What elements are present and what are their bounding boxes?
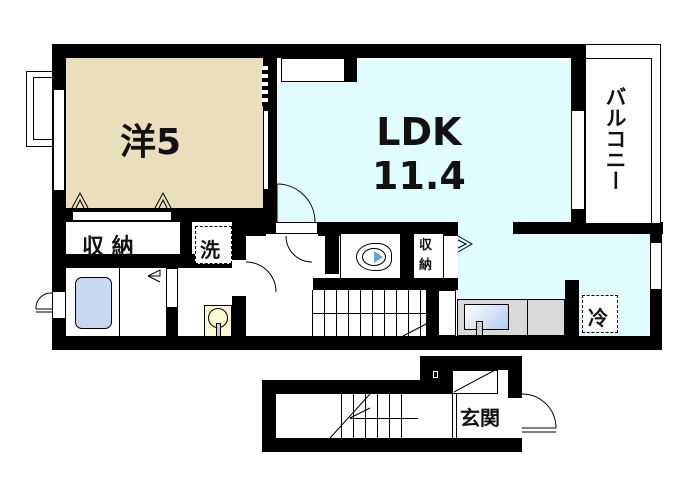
left-window-bay bbox=[26, 71, 53, 147]
kitchen-faucet bbox=[476, 321, 483, 336]
balcony bbox=[585, 44, 661, 224]
western-room-label: 洋5 bbox=[120, 122, 182, 163]
balcony-inner bbox=[585, 58, 652, 224]
wall-toilet-bottom bbox=[313, 278, 458, 290]
stairs-upper-mid bbox=[312, 313, 432, 314]
wall-toilet-right bbox=[400, 234, 414, 282]
balcony-label: バルコニー bbox=[603, 86, 627, 191]
ldk-top-cabinet bbox=[281, 58, 345, 82]
entrance-step bbox=[452, 394, 457, 438]
corridor-entry bbox=[275, 222, 318, 234]
bath-divider bbox=[119, 268, 120, 338]
wall-stairs-right bbox=[426, 290, 438, 338]
washroom-door-gap bbox=[232, 260, 246, 296]
entrance-wall-right bbox=[508, 356, 522, 398]
entrance-wall-mid bbox=[420, 356, 452, 394]
interior-window bbox=[263, 110, 269, 190]
kitchen-side-panel bbox=[438, 290, 456, 336]
wall-corridor-left-top bbox=[246, 222, 266, 236]
vent-marks bbox=[262, 66, 268, 106]
stairs-lower-mid bbox=[350, 418, 418, 419]
wall-closet-right bbox=[180, 218, 192, 268]
entrance-label: 玄関 bbox=[460, 406, 500, 430]
toilet-seat bbox=[362, 248, 386, 266]
ldk-floor-upper bbox=[355, 60, 571, 90]
closet-small-area bbox=[414, 234, 444, 278]
wall-bottom bbox=[52, 336, 660, 350]
ledge bbox=[437, 344, 497, 350]
entrance-wall-top-left bbox=[262, 380, 430, 394]
fridge-space bbox=[582, 295, 618, 333]
ldk-right-window bbox=[571, 110, 585, 210]
western-room-floor bbox=[66, 58, 263, 208]
wall-fridge-left bbox=[565, 280, 579, 338]
entrance-shoebox bbox=[452, 370, 498, 394]
wall-corridor-top bbox=[318, 222, 458, 236]
kitchen-sink bbox=[464, 304, 509, 330]
ldk-title: LDK bbox=[376, 110, 462, 154]
washer-space bbox=[195, 226, 232, 264]
left-window-bay-inner bbox=[33, 77, 53, 140]
stairs-lower bbox=[330, 394, 410, 438]
closet-small-label: 収 納 bbox=[419, 236, 432, 276]
wall-toilet-left bbox=[325, 234, 339, 274]
closet-main-label: 収 納 bbox=[82, 235, 134, 260]
washer-label: 洗 bbox=[200, 238, 220, 262]
kitchen-counter-divider bbox=[527, 299, 528, 336]
kitchen-right-window bbox=[650, 242, 662, 290]
left-window bbox=[53, 90, 65, 190]
fridge-label: 冷 bbox=[588, 306, 608, 330]
closet-doors bbox=[72, 211, 172, 221]
ldk-size: 11.4 bbox=[372, 154, 466, 198]
bath-window bbox=[53, 292, 65, 318]
bathtub bbox=[75, 277, 112, 329]
closet-small-label-2: 納 bbox=[419, 258, 433, 273]
wall-ldk-kitchen bbox=[513, 222, 663, 234]
ldk-floor bbox=[275, 82, 571, 232]
meter-box-icon bbox=[433, 371, 438, 378]
wall-top bbox=[52, 44, 584, 58]
bath-door-gap bbox=[166, 268, 178, 308]
closet-small-label-1: 収 bbox=[419, 238, 433, 253]
washbasin-faucet bbox=[216, 323, 221, 337]
ldk-label: LDK 11.4 bbox=[372, 110, 466, 198]
entrance-wall-left bbox=[262, 380, 276, 452]
wall-ldk-top-notch bbox=[345, 58, 357, 82]
entrance-wall-bottom bbox=[262, 438, 522, 452]
